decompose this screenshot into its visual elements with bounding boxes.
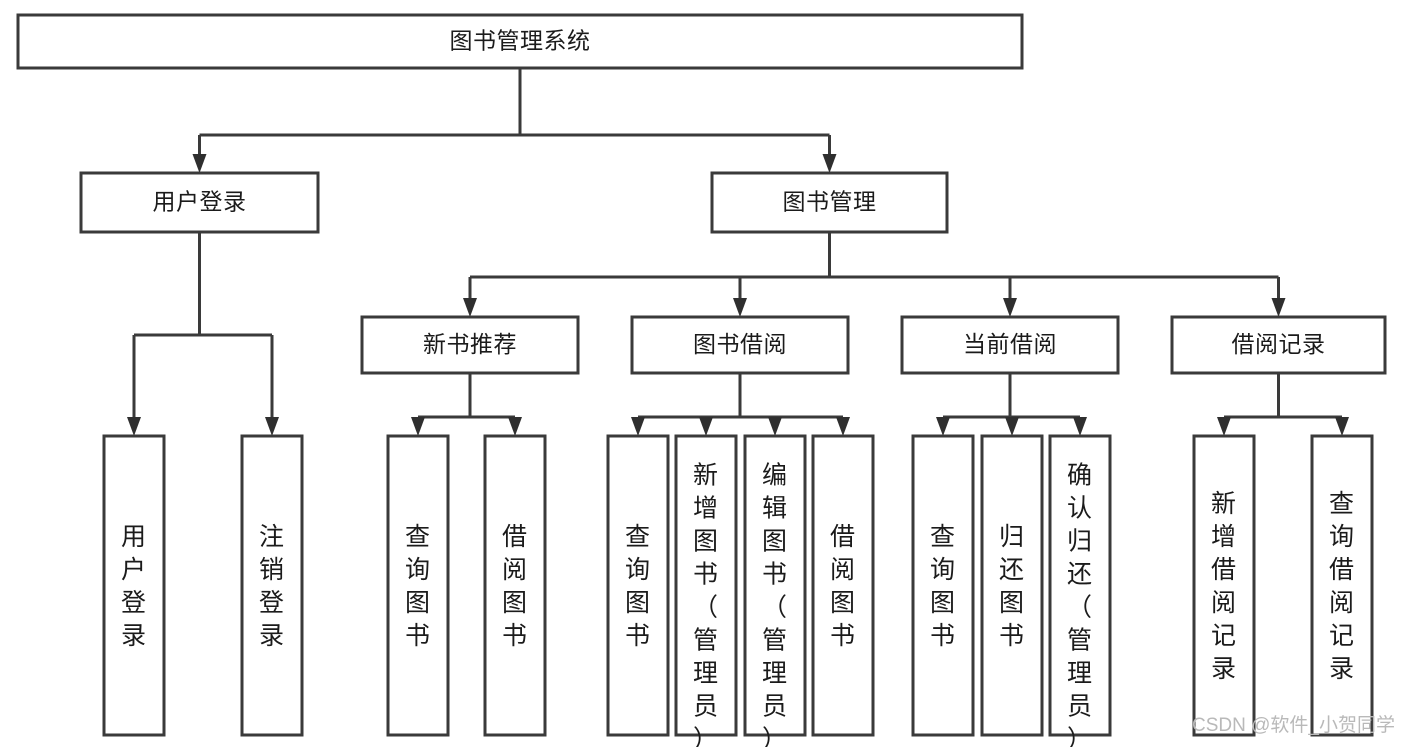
level3-node-new-book-recommend[interactable]: 新书推荐 [360, 315, 580, 375]
box-outline [674, 434, 738, 737]
arrow-head [768, 417, 782, 436]
box-outline [1170, 315, 1387, 375]
arrow-head [699, 417, 713, 436]
box-outline [386, 434, 450, 737]
box-outline [16, 13, 1024, 70]
leaf-label: 查询图书 [930, 523, 956, 650]
leaf-node-leaf-add-book[interactable]: 新增图书（管理员） [674, 434, 738, 747]
box-outline [710, 171, 949, 234]
node-label: 图书管理 [783, 189, 877, 215]
box-outline [900, 315, 1120, 375]
box-outline [911, 434, 975, 737]
arrow-head [936, 417, 950, 436]
leaf-label: 借阅图书 [830, 523, 856, 650]
box-outline [483, 434, 547, 737]
leaf-node-leaf-borrow-book-1[interactable]: 借阅图书 [483, 434, 547, 737]
box-outline [743, 434, 807, 737]
level3-node-book-borrow[interactable]: 图书借阅 [630, 315, 850, 375]
node-label: 当前借阅 [963, 331, 1057, 357]
leaf-node-leaf-user-login[interactable]: 用户登录 [102, 434, 166, 737]
leaf-label: 确认归还（管理员） [1067, 462, 1093, 747]
node-layer: 图书管理系统用户登录图书管理新书推荐图书借阅当前借阅借阅记录用户登录注销登录查询… [16, 13, 1387, 747]
node-label: 图书借阅 [693, 331, 787, 357]
leaf-node-leaf-query-book-1[interactable]: 查询图书 [386, 434, 450, 737]
arrow-head [1335, 417, 1349, 436]
leaf-node-leaf-query-record[interactable]: 查询借阅记录 [1310, 434, 1374, 737]
leaf-label: 用户登录 [121, 523, 147, 650]
leaf-node-leaf-query-book-3[interactable]: 查询图书 [911, 434, 975, 737]
leaf-label: 查询图书 [405, 523, 431, 650]
box-outline [606, 434, 670, 737]
arrow-head [733, 298, 747, 317]
leaf-label: 新增图书（管理员） [693, 462, 719, 747]
box-outline [630, 315, 850, 375]
box-outline [79, 171, 320, 234]
box-outline [1192, 434, 1256, 737]
arrow-head [127, 417, 141, 436]
node-label: 图书管理系统 [450, 28, 591, 54]
arrow-head [411, 417, 425, 436]
arrow-head [822, 154, 837, 173]
leaf-node-leaf-add-record[interactable]: 新增借阅记录 [1192, 434, 1256, 737]
leaf-label: 编辑图书（管理员） [762, 462, 788, 747]
root-node-root[interactable]: 图书管理系统 [16, 13, 1024, 70]
arrow-head [192, 154, 207, 173]
box-outline [1310, 434, 1374, 737]
csdn-watermark: CSDN @软件_小贺同学 [1192, 714, 1395, 736]
box-outline [102, 434, 166, 737]
node-label: 用户登录 [153, 189, 247, 215]
leaf-node-leaf-query-book-2[interactable]: 查询图书 [606, 434, 670, 737]
level2-node-user-login[interactable]: 用户登录 [79, 171, 320, 234]
box-outline [811, 434, 875, 737]
leaf-node-leaf-logout[interactable]: 注销登录 [240, 434, 304, 737]
arrow-head [463, 298, 477, 317]
connector-layer [127, 68, 1349, 436]
leaf-label: 查询借阅记录 [1329, 490, 1355, 683]
leaf-node-leaf-borrow-book-2[interactable]: 借阅图书 [811, 434, 875, 737]
leaf-label: 注销登录 [259, 523, 285, 650]
leaf-node-leaf-return-book[interactable]: 归还图书 [980, 434, 1044, 737]
leaf-label: 归还图书 [999, 523, 1025, 650]
level3-node-current-borrow[interactable]: 当前借阅 [900, 315, 1120, 375]
level2-node-book-management[interactable]: 图书管理 [710, 171, 949, 234]
box-outline [980, 434, 1044, 737]
leaf-node-leaf-edit-book[interactable]: 编辑图书（管理员） [743, 434, 807, 747]
arrow-head [1005, 417, 1019, 436]
arrow-head [1073, 417, 1087, 436]
arrow-head [1217, 417, 1231, 436]
node-label: 借阅记录 [1232, 331, 1326, 357]
arrow-head [631, 417, 645, 436]
leaf-label: 查询图书 [625, 523, 651, 650]
node-label: 新书推荐 [423, 331, 517, 357]
box-outline [360, 315, 580, 375]
arrow-head [836, 417, 850, 436]
arrow-head [508, 417, 522, 436]
arrow-head [1271, 298, 1286, 317]
arrow-head [1003, 298, 1017, 317]
box-outline [240, 434, 304, 737]
leaf-label: 新增借阅记录 [1211, 490, 1237, 683]
arrow-head [265, 417, 279, 436]
leaf-label: 借阅图书 [502, 523, 528, 650]
box-outline [1048, 434, 1112, 737]
level3-node-borrow-record[interactable]: 借阅记录 [1170, 315, 1387, 375]
leaf-node-leaf-confirm-return[interactable]: 确认归还（管理员） [1048, 434, 1112, 747]
